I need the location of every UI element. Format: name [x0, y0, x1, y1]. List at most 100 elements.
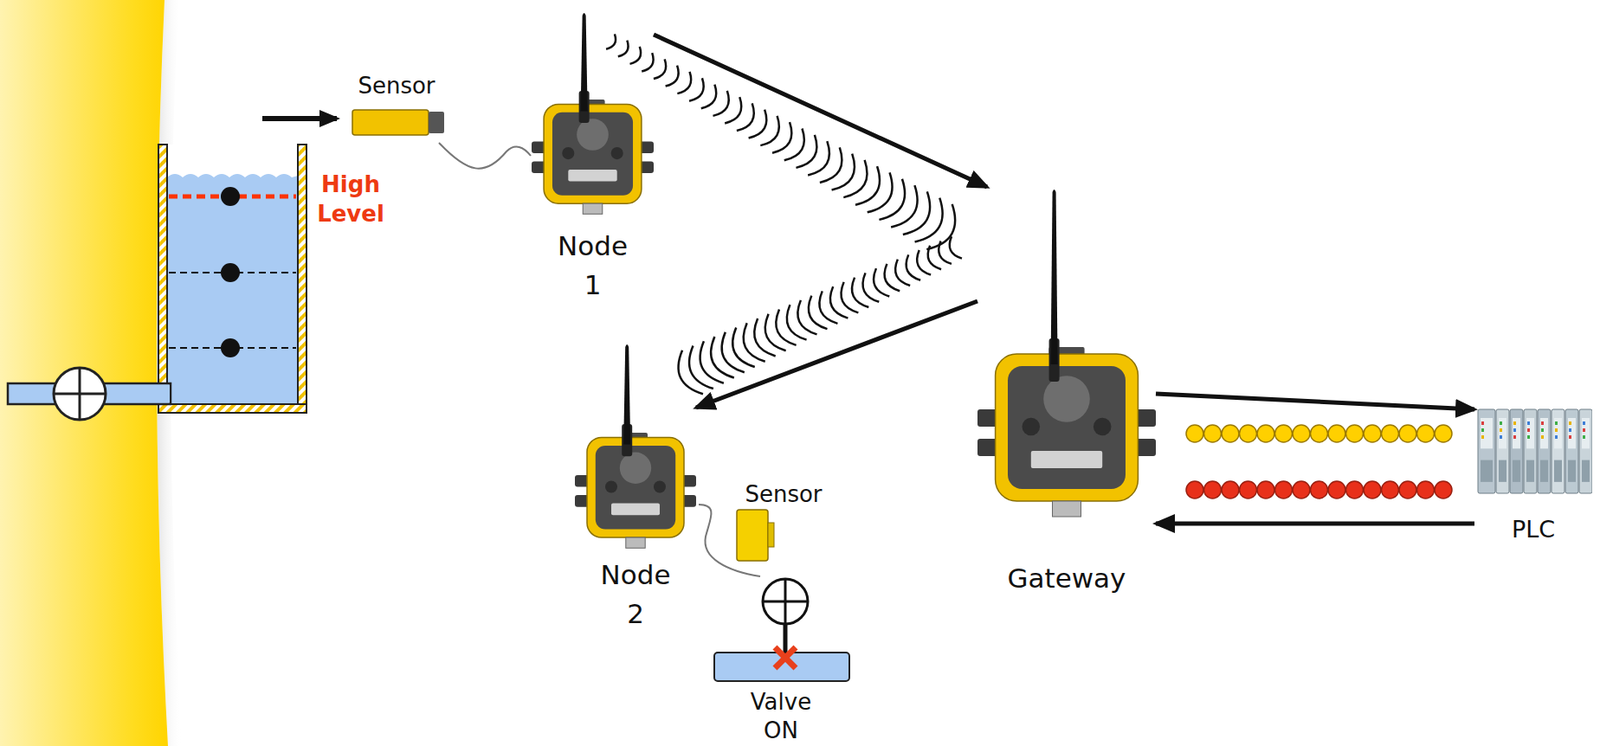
- device-illustration: [531, 10, 654, 217]
- plc-illustration: [1541, 435, 1544, 439]
- radio-waves: [765, 314, 787, 352]
- device-illustration: [574, 341, 697, 551]
- device-illustration: [543, 103, 642, 204]
- valve-symbol: [774, 647, 796, 669]
- data-dots: [1328, 425, 1346, 443]
- plc-illustration: [1567, 418, 1576, 449]
- inlet-pipe: [7, 367, 171, 420]
- radio-waves: [700, 341, 724, 384]
- device-illustration: [595, 445, 676, 530]
- inlet-pipe: [53, 367, 106, 420]
- plc-illustration: [1527, 435, 1530, 439]
- device-illustration: [561, 147, 575, 160]
- data-dots: [1275, 481, 1293, 499]
- radio-waves: [760, 116, 780, 146]
- radio-waves: [677, 71, 691, 94]
- radio-waves: [689, 77, 704, 101]
- plc-illustration: [1512, 418, 1521, 449]
- radio-waves: [890, 185, 917, 227]
- device-illustration: [552, 112, 633, 196]
- node-label: Node 1: [557, 226, 628, 305]
- plc-illustration: [1481, 428, 1484, 433]
- radio-waves: [915, 198, 943, 243]
- data-dots: [1186, 425, 1452, 499]
- device-illustration: [1031, 451, 1103, 469]
- tank: [220, 263, 240, 283]
- sensor-symbol: [352, 109, 429, 136]
- data-dots: [1275, 425, 1293, 443]
- plc-illustration: [1582, 421, 1586, 426]
- data-dots: [1346, 425, 1364, 443]
- data-dots: [1417, 425, 1435, 443]
- plc-rack: PLC: [1474, 407, 1593, 544]
- data-dots: [1292, 481, 1310, 499]
- valve-symbol: [784, 579, 788, 625]
- radio-waves: [832, 154, 855, 191]
- plc-illustration: [1496, 409, 1510, 494]
- plc-illustration: [1582, 435, 1586, 439]
- data-dots: [1381, 425, 1400, 443]
- radio-waves: [678, 350, 704, 395]
- plc-illustration: [1499, 435, 1503, 439]
- data-dots: [1221, 481, 1239, 499]
- signal-arrow: [696, 301, 978, 408]
- plc-illustration: [1477, 409, 1496, 494]
- tank: [167, 144, 298, 405]
- plc-illustration: [1554, 435, 1558, 439]
- sensor-symbol: [767, 522, 775, 548]
- device-illustration: [1043, 375, 1091, 423]
- plc-illustration: [1541, 428, 1544, 433]
- plc-illustration: [1554, 460, 1562, 483]
- plc-illustration: [1480, 418, 1493, 449]
- radio-waves: [641, 52, 653, 71]
- radio-waves: [808, 296, 828, 330]
- device-illustration: [995, 354, 1139, 502]
- plc-illustration: [1568, 428, 1572, 433]
- tank: [158, 144, 168, 413]
- radio-waves: [851, 277, 869, 308]
- plc-illustration: [1499, 428, 1503, 433]
- plc-illustration: [1554, 428, 1558, 433]
- radio-waves: [618, 40, 629, 58]
- device-illustration: [977, 187, 1156, 521]
- level-arrow: [262, 118, 337, 120]
- signal-arrow: [653, 34, 988, 188]
- node-label: PLC: [1511, 516, 1555, 544]
- radio-waves: [928, 245, 942, 270]
- radio-waves: [732, 327, 755, 368]
- device-illustration: [611, 503, 660, 517]
- plc-illustration: [1526, 460, 1535, 483]
- radio-waves: [819, 147, 843, 183]
- valve-symbol: [783, 624, 788, 655]
- radio-waves: [724, 96, 742, 123]
- data-dots: [1417, 481, 1435, 499]
- plc-illustration: [1554, 421, 1558, 426]
- radio-waves: [743, 322, 766, 362]
- device-illustration: [1093, 418, 1112, 437]
- radio-waves: [754, 318, 775, 357]
- radio-waves: [606, 33, 616, 49]
- level-label: High Level: [316, 169, 385, 229]
- plc-illustration: [1474, 407, 1593, 496]
- radio-waves: [722, 332, 745, 374]
- side-band: [0, 0, 168, 746]
- device-illustration: [653, 481, 666, 494]
- valve-label: Valve ON: [750, 688, 812, 746]
- data-dots: [1434, 481, 1452, 499]
- radio-waves: [807, 141, 830, 175]
- plc-illustration: [1513, 428, 1517, 433]
- radio-waves: [830, 286, 848, 318]
- radio-waves: [949, 236, 962, 259]
- plc-illustration: [1568, 421, 1572, 426]
- data-dots: [1363, 425, 1381, 443]
- valve-symbol: [714, 579, 850, 682]
- radio-waves: [840, 282, 859, 313]
- device-illustration: [587, 437, 684, 538]
- data-dots: [1399, 481, 1417, 499]
- plc-illustration: [1513, 421, 1517, 426]
- data-dots: [1257, 425, 1275, 443]
- inlet-pipe: [78, 367, 82, 420]
- plc-illustration: [1554, 418, 1562, 449]
- plc-illustration: [1513, 435, 1517, 439]
